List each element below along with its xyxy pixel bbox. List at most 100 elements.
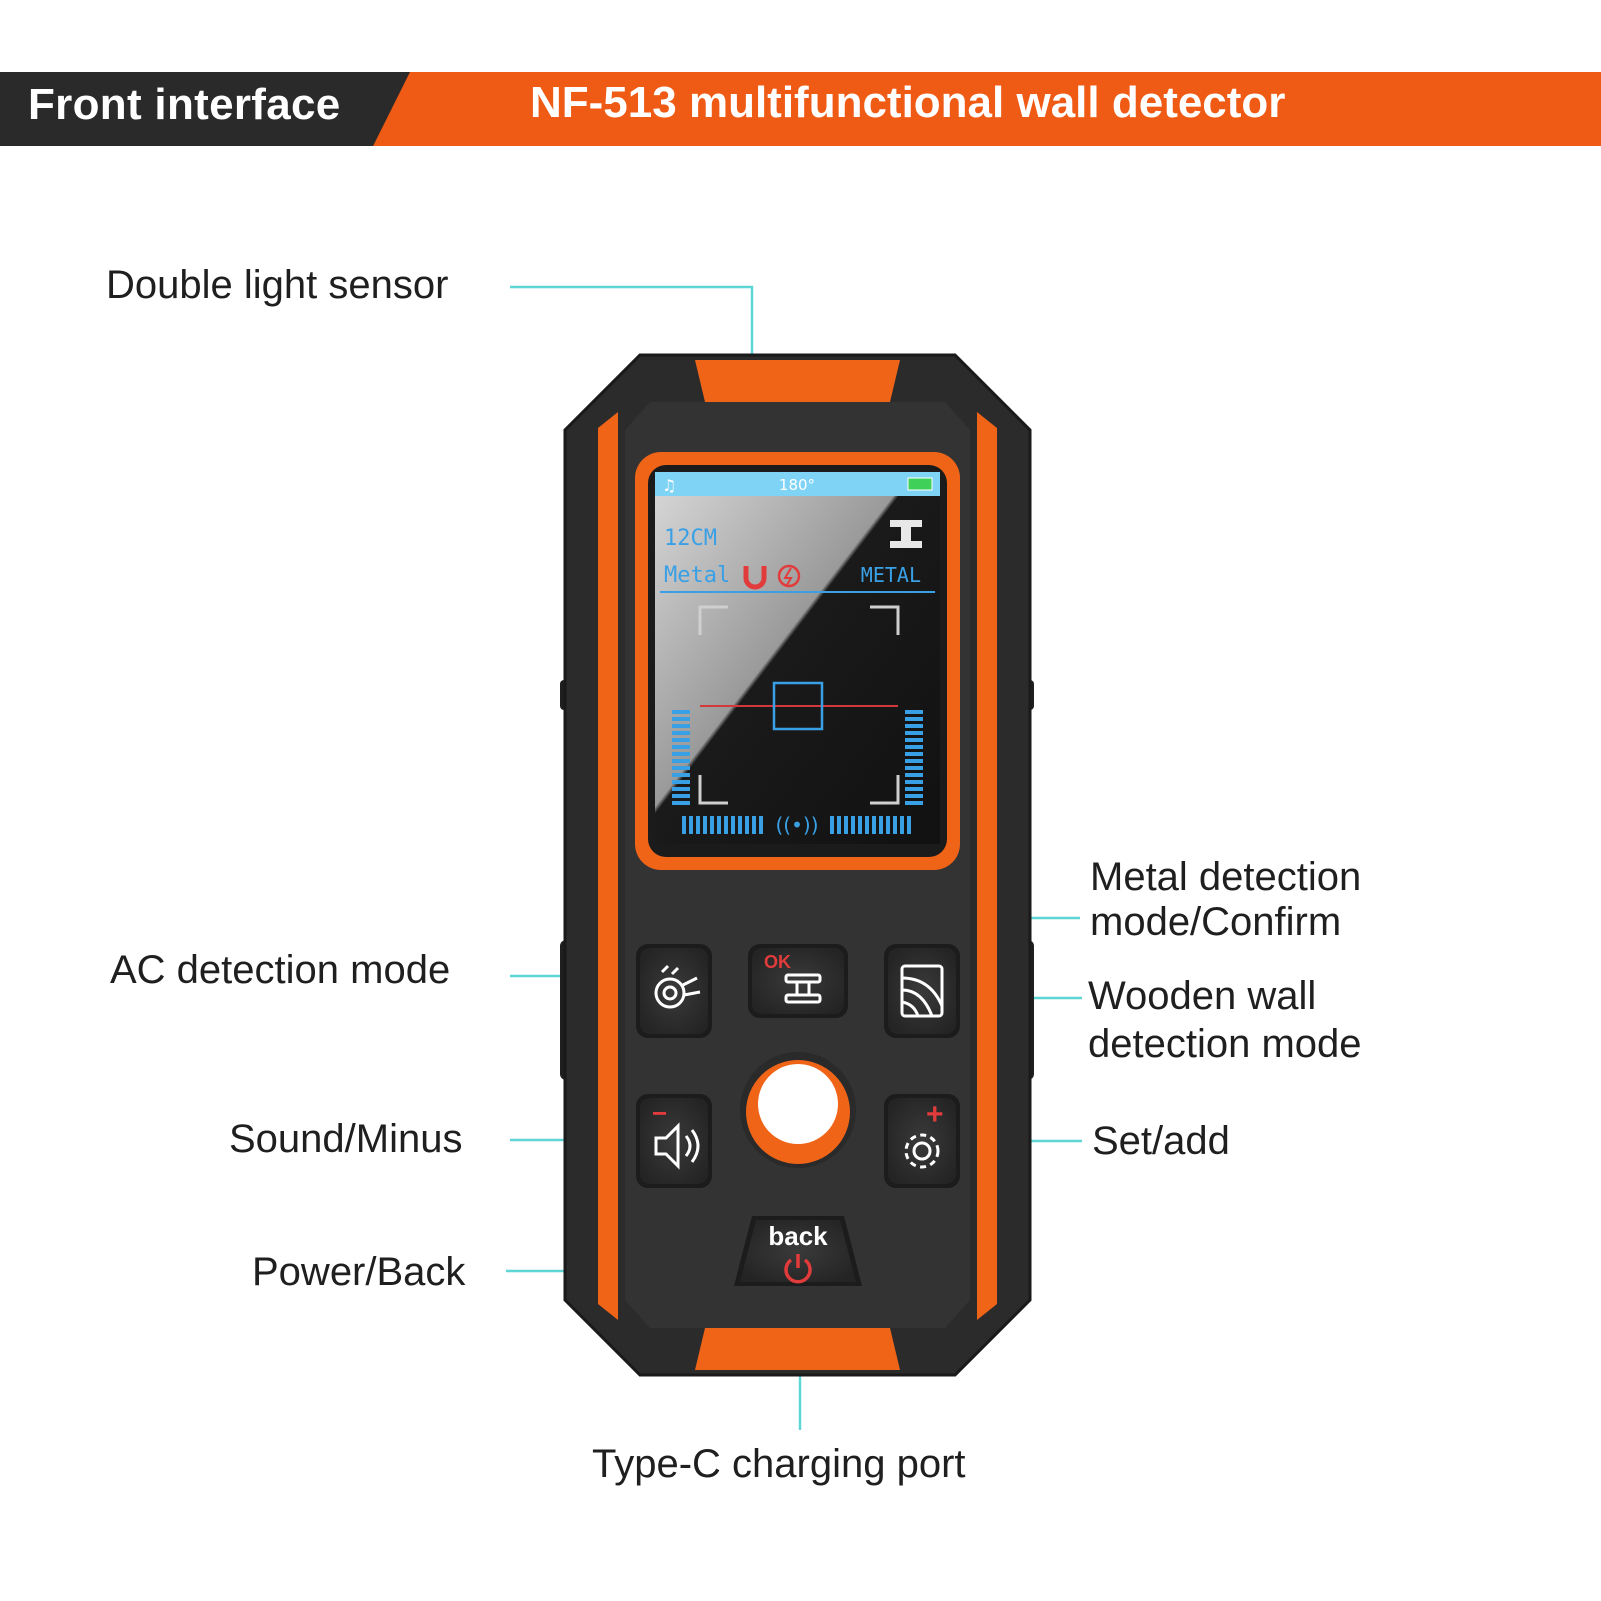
signal-bar-bottom-left <box>724 816 728 834</box>
ac-wire-icon <box>654 964 701 1009</box>
signal-bar-left <box>672 731 690 735</box>
label-power-back: Power/Back <box>252 1250 466 1294</box>
signal-bar-right <box>905 801 923 805</box>
magnet-icon <box>743 566 767 590</box>
signal-bar-bottom-left <box>703 816 707 834</box>
target-box <box>772 681 824 731</box>
display-material-left: Metal <box>664 563 730 588</box>
signal-bar-bottom-right <box>865 816 869 834</box>
minus-sign: − <box>652 1098 667 1128</box>
ac-detection-button[interactable] <box>636 944 712 1038</box>
wood-grain-icon <box>900 964 944 1018</box>
sound-minus-button[interactable]: − <box>636 1094 712 1188</box>
product-title: NF-513 multifunctional wall detector <box>530 78 1286 127</box>
signal-bar-bottom-left <box>731 816 735 834</box>
signal-bar-right <box>905 745 923 749</box>
header-banner: Front interface NF-513 multifunctional w… <box>0 72 1601 146</box>
battery-icon <box>907 477 933 491</box>
signal-strength-bars <box>672 710 923 834</box>
mute-icon: ♫ <box>662 476 676 495</box>
signal-bar-bottom-left <box>696 816 700 834</box>
signal-bar-left <box>672 745 690 749</box>
banner-dark-tab <box>0 72 410 146</box>
signal-bar-bottom-left <box>710 816 714 834</box>
banner-section-label: Front interface <box>28 80 341 129</box>
label-double-light-sensor: Double light sensor <box>106 263 449 307</box>
signal-bar-right <box>905 738 923 742</box>
label-sound-minus: Sound/Minus <box>229 1117 463 1161</box>
i-beam-icon <box>784 973 822 1004</box>
label-wooden-wall-line2: detection mode <box>1088 1022 1362 1066</box>
signal-bar-right <box>905 710 923 714</box>
signal-bar-left <box>672 752 690 756</box>
signal-bar-left <box>672 766 690 770</box>
signal-bar-bottom-right <box>886 816 890 834</box>
speaker-icon <box>654 1122 700 1170</box>
power-back-button[interactable]: back <box>734 1216 862 1286</box>
wooden-wall-button[interactable] <box>884 944 960 1038</box>
left-orange-rail <box>598 412 618 1320</box>
signal-bar-bottom-right <box>851 816 855 834</box>
signal-bar-bottom-right <box>872 816 876 834</box>
signal-bar-right <box>905 724 923 728</box>
signal-wave-icon: ((•)) <box>775 813 818 837</box>
display-material-right: METAL <box>861 563 921 587</box>
signal-bar-bottom-left <box>745 816 749 834</box>
signal-bar-bottom-left <box>717 816 721 834</box>
back-label: back <box>768 1221 828 1251</box>
signal-bar-right <box>905 766 923 770</box>
center-sensor-ring <box>740 1052 856 1168</box>
signal-bar-left <box>672 773 690 777</box>
signal-bar-left <box>672 780 690 784</box>
bottom-port-cap <box>695 1328 900 1370</box>
label-wooden-wall-line1: Wooden wall <box>1088 974 1317 1018</box>
metal-mode-ok-button[interactable]: OK <box>748 944 848 1018</box>
gear-icon <box>904 1133 940 1169</box>
label-set-add: Set/add <box>1092 1119 1230 1163</box>
plus-sign: + <box>926 1098 944 1131</box>
signal-bar-bottom-left <box>682 816 686 834</box>
display-status-bar <box>655 472 940 496</box>
ok-label: OK <box>764 952 791 972</box>
power-icon <box>784 1254 812 1284</box>
signal-bar-bottom-right <box>907 816 911 834</box>
signal-bar-left <box>672 717 690 721</box>
signal-bar-right <box>905 731 923 735</box>
signal-bar-bottom-left <box>738 816 742 834</box>
set-add-button[interactable]: + <box>884 1094 960 1188</box>
callout-line-light-sensor <box>510 285 754 358</box>
display-panel <box>655 472 940 844</box>
signal-bar-left <box>672 794 690 798</box>
signal-bar-right <box>905 717 923 721</box>
signal-bar-bottom-left <box>759 816 763 834</box>
display-depth: 12CM <box>664 526 717 551</box>
signal-bar-left <box>672 738 690 742</box>
signal-bar-bottom-right <box>844 816 848 834</box>
signal-bar-bottom-left <box>689 816 693 834</box>
signal-bar-right <box>905 780 923 784</box>
scan-frame <box>698 605 900 805</box>
label-metal-detection-line1: Metal detection <box>1090 855 1362 899</box>
signal-bar-left <box>672 710 690 714</box>
signal-bar-bottom-right <box>858 816 862 834</box>
signal-bar-left <box>672 724 690 728</box>
signal-bar-bottom-right <box>893 816 897 834</box>
signal-bar-left <box>672 759 690 763</box>
signal-bar-right <box>905 787 923 791</box>
signal-bar-right <box>905 752 923 756</box>
signal-bar-bottom-right <box>830 816 834 834</box>
signal-bar-bottom-left <box>752 816 756 834</box>
label-ac-detection-mode: AC detection mode <box>110 948 451 992</box>
signal-bar-left <box>672 787 690 791</box>
signal-bar-right <box>905 759 923 763</box>
signal-bar-left <box>672 801 690 805</box>
display-angle: 180° <box>779 476 815 494</box>
signal-bar-right <box>905 794 923 798</box>
signal-bar-bottom-right <box>837 816 841 834</box>
right-orange-rail <box>977 412 997 1320</box>
signal-bar-right <box>905 773 923 777</box>
label-metal-detection-line2: mode/Confirm <box>1090 900 1342 944</box>
signal-bar-bottom-right <box>900 816 904 834</box>
top-sensor-cap <box>695 360 900 402</box>
